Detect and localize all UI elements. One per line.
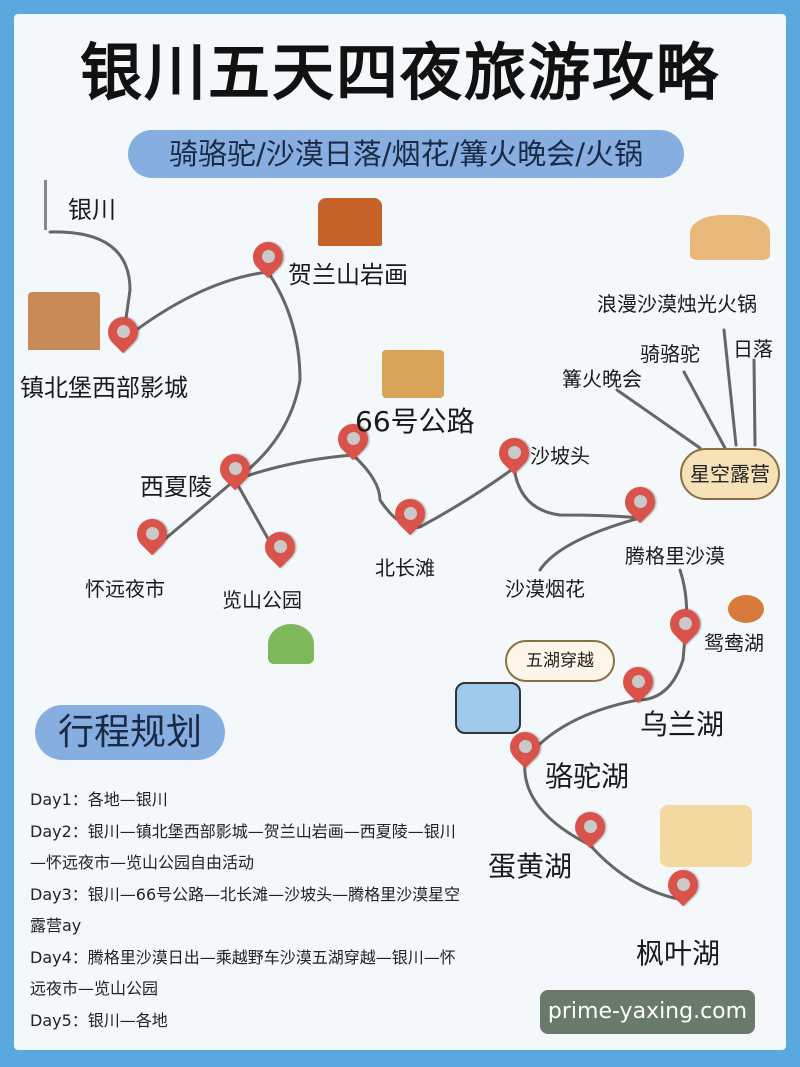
label-fengye: 枫叶湖: [636, 937, 721, 970]
subtitle-pill: 骑骆驼/沙漠日落/烟花/篝火晚会/火锅: [128, 130, 684, 178]
camp-line: [722, 328, 738, 447]
camp-cloud: 星空露营: [680, 448, 780, 500]
camp-line: [615, 388, 702, 450]
map-pin-route66[interactable]: [338, 424, 368, 460]
label-yuanyang: 鸳鸯湖: [704, 631, 764, 655]
camp-activity-hotpot: 浪漫沙漠烛光火锅: [597, 292, 757, 316]
label-helanshan: 贺兰山岩画: [288, 261, 408, 289]
map-pin-huaiyuan[interactable]: [137, 519, 167, 555]
map-pin-beichangtan[interactable]: [395, 499, 425, 535]
route-segment: [538, 516, 642, 572]
map-pin-danhuang[interactable]: [575, 812, 605, 848]
map-pin-zhenbeibu[interactable]: [108, 317, 138, 353]
label-lanshan: 览山公园: [222, 588, 302, 612]
route-segment: [233, 453, 516, 529]
signpost-icon: [44, 180, 52, 230]
five-lakes-bubble: 五湖穿越: [505, 640, 615, 682]
label-zhenbeibu: 镇北堡西部影城: [20, 374, 188, 402]
itinerary-day-3: Day3：银川—66号公路—北长滩—沙坡头—腾格里沙漠星空露营ay: [30, 884, 461, 936]
page-title: 银川五天四夜旅游攻略: [79, 36, 720, 109]
camp-activity-camel: 骑骆驼: [640, 342, 700, 366]
rock-painting-icon: [318, 198, 382, 246]
route-segment: [48, 230, 132, 342]
route-segment: [121, 270, 270, 342]
label-danhuang: 蛋黄湖: [488, 850, 573, 883]
map-pin-lanshan[interactable]: [265, 532, 295, 568]
itinerary-day-4: Day4：腾格里沙漠日出—乘越野车沙漠五湖穿越—银川—怀远夜市—览山公园: [30, 947, 456, 999]
map-pin-fengye[interactable]: [668, 870, 698, 906]
map-pin-luotuo[interactable]: [510, 732, 540, 768]
park-icon: [268, 624, 314, 664]
label-luotuo: 骆驼湖: [545, 760, 630, 793]
map-pin-tenggeli[interactable]: [625, 487, 655, 523]
map-pin-shapotou[interactable]: [499, 438, 529, 474]
map-pin-helanshan[interactable]: [253, 242, 283, 278]
label-tenggeli: 腾格里沙漠: [625, 544, 725, 568]
label-wulan: 乌兰湖: [640, 708, 725, 741]
itinerary-day-1: Day1：各地—银川: [30, 790, 168, 809]
label-beichangtan: 北长滩: [375, 556, 435, 580]
route-segment: [512, 466, 642, 520]
desert-road-icon: [382, 350, 444, 398]
route-segment: [233, 270, 302, 482]
label-xixialing: 西夏陵: [140, 473, 212, 501]
label-route66: 66号公路: [355, 405, 475, 438]
label-huaiyuan: 怀远夜市: [85, 577, 165, 601]
camp-activity-sunset: 日落: [733, 337, 773, 361]
itinerary-day-5: Day5：银川—各地: [30, 1010, 168, 1030]
map-pin-wulan[interactable]: [623, 667, 653, 703]
map-pin-yuanyang[interactable]: [670, 609, 700, 645]
film-city-building-icon: [28, 292, 100, 350]
camp-activity-bonfire: 篝火晚会: [562, 367, 642, 391]
label-desert-fireworks: 沙漠烟花: [505, 577, 585, 601]
camp-line: [682, 370, 727, 450]
mandarin-duck-icon: [728, 595, 764, 623]
watermark: prime-yaxing.com: [540, 990, 755, 1034]
beach-icon: [660, 805, 752, 867]
itinerary-day-2: Day2：银川—镇北堡西部影城—贺兰山岩画—西夏陵—银川—怀远夜市—览山公园自由…: [30, 821, 456, 873]
itinerary-list: Day1：各地—银川 Day2：银川—镇北堡西部影城—贺兰山岩画—西夏陵—银川—…: [30, 784, 470, 1036]
label-shapotou: 沙坡头: [530, 444, 590, 468]
label-yinchuan: 银川: [68, 196, 116, 224]
camp-line: [752, 358, 757, 447]
plan-title: 行程规划: [35, 705, 225, 760]
camel-icon: [690, 215, 770, 260]
offroad-car-icon: [455, 682, 521, 734]
map-pin-xixialing[interactable]: [220, 454, 250, 490]
